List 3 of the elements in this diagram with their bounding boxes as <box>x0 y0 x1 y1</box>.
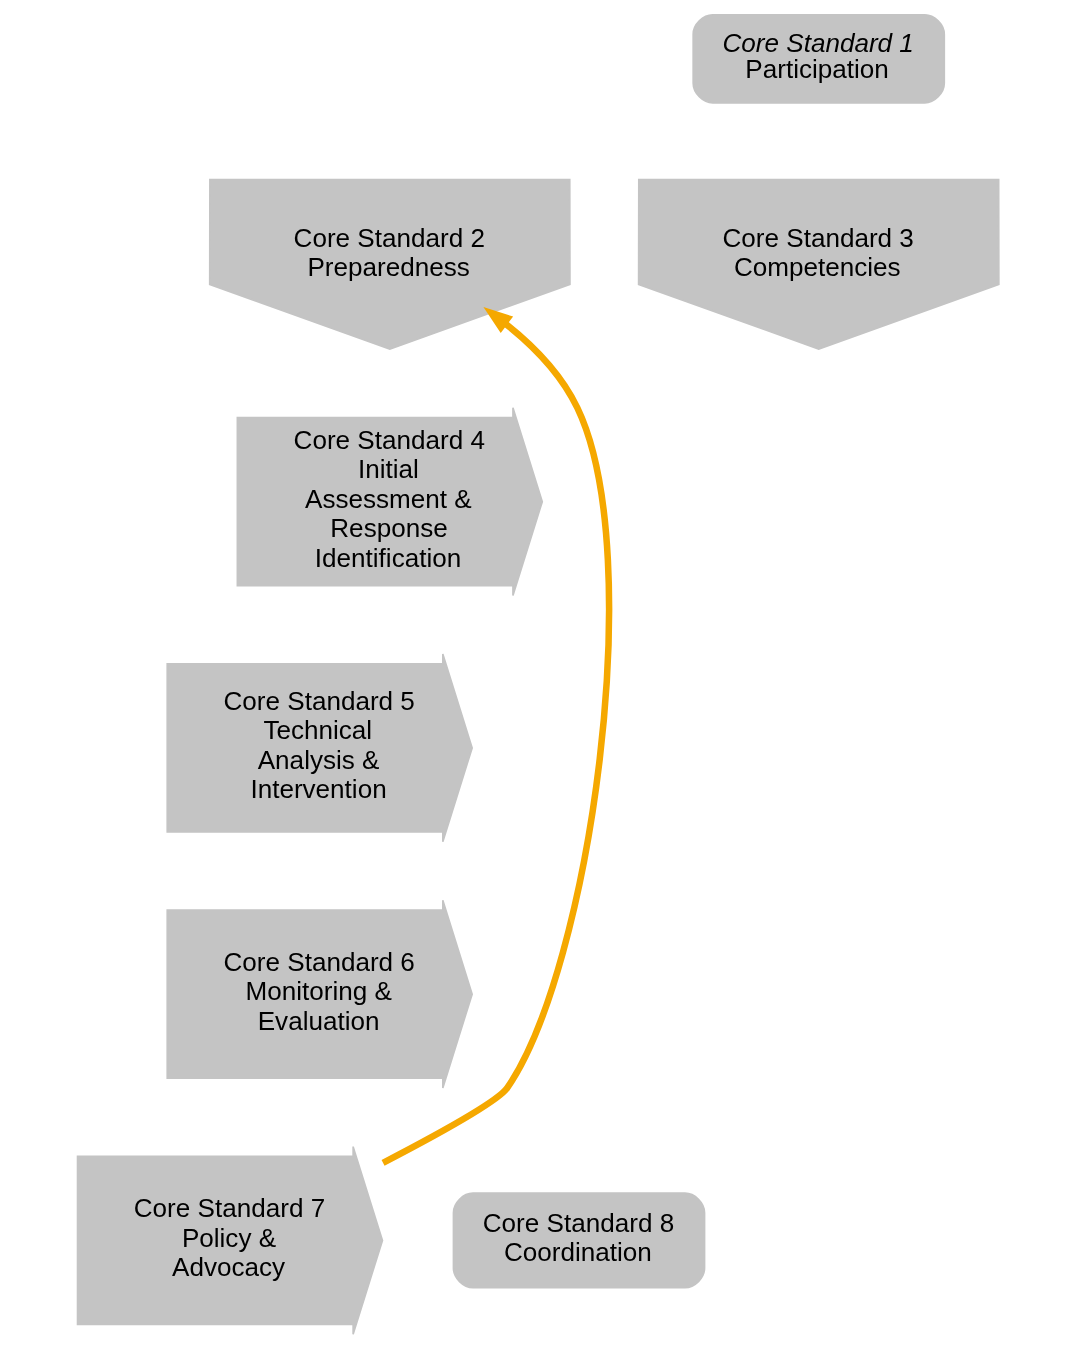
node-box: Core Standard 8 Coordination <box>452 1192 706 1289</box>
node-box: Core Standard 1 Participation <box>692 14 946 104</box>
arrow <box>381 307 613 1166</box>
